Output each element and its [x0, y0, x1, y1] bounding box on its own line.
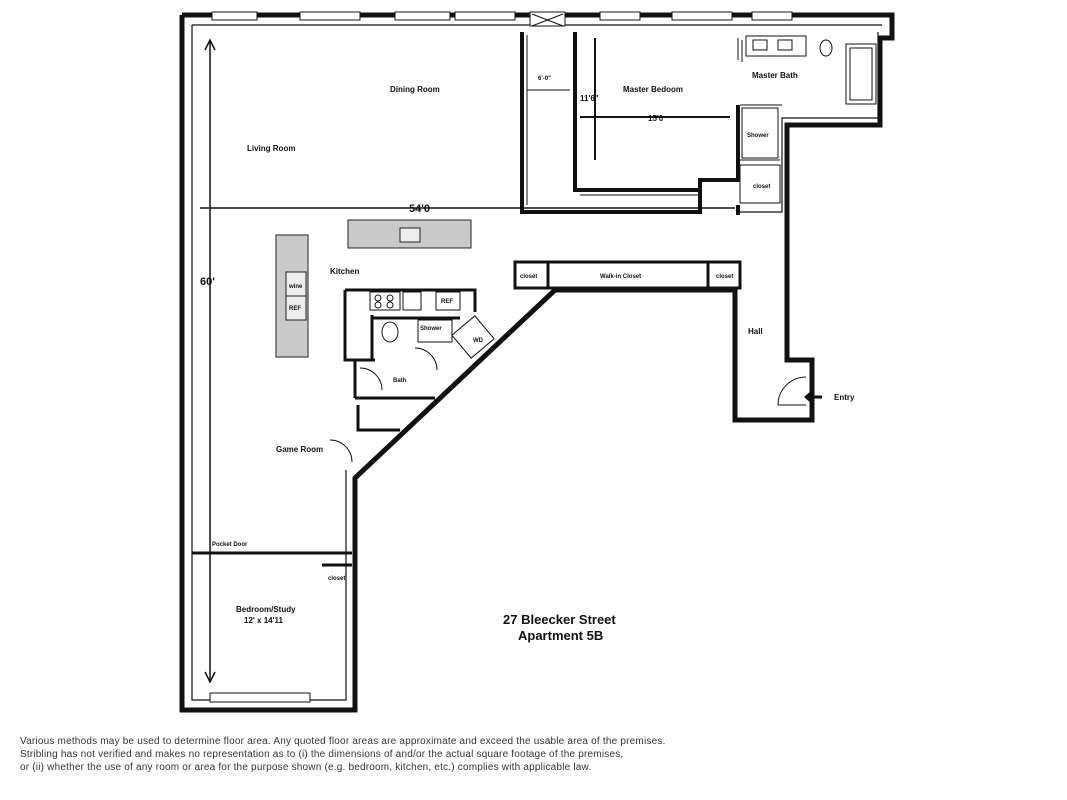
label-kitchen: Kitchen: [330, 267, 359, 276]
dimension-master-depth: 11'6": [580, 94, 599, 103]
label-closet-1: closet: [520, 274, 537, 280]
kitchen-fixtures: [369, 291, 495, 359]
label-wd: WD: [473, 338, 484, 344]
address-line-2: Apartment 5B: [518, 628, 603, 643]
disclaimer-line-3: or (ii) whether the use of any room or a…: [20, 762, 592, 773]
label-living-room: Living Room: [247, 144, 295, 153]
label-closet-3: closet: [753, 184, 770, 190]
label-hall: Hall: [748, 327, 763, 336]
label-shower-2: Shower: [420, 326, 442, 332]
label-master-bath: Master Bath: [752, 71, 798, 80]
disclaimer-line-1: Various methods may be used to determine…: [20, 736, 666, 747]
floor-plan: Living Room Dining Room Master Bedoom Ma…: [179, 11, 895, 713]
label-bedroom-size: 12' x 14'11: [244, 616, 284, 625]
dimension-lines: [200, 38, 735, 684]
label-game-room: Game Room: [276, 445, 323, 454]
disclaimer: Various methods may be used to determine…: [20, 735, 1060, 774]
label-shower-1: Shower: [747, 133, 769, 139]
label-pocket-door: Pocket Door: [212, 542, 248, 548]
master-bedroom-walls: [520, 32, 740, 215]
disclaimer-line-2: Stribling has not verified and makes no …: [20, 749, 624, 760]
top-windows: [209, 11, 793, 703]
label-walk-in-closet: Walk-in Closet: [600, 274, 641, 280]
label-bath: Bath: [393, 378, 407, 384]
label-ref: REF: [441, 299, 453, 305]
label-wine: wine: [288, 284, 303, 290]
dimension-width: 54'0: [409, 203, 430, 215]
kitchen-island: [275, 219, 472, 358]
entry-arrow-head: [804, 390, 812, 404]
label-dining-room: Dining Room: [390, 85, 440, 94]
kitchen-bath-walls: [343, 288, 477, 432]
label-bedroom-study: Bedroom/Study: [236, 605, 296, 614]
skylight-x: [531, 13, 564, 27]
dimension-height: 60': [200, 276, 215, 288]
master-bedroom-thin: [526, 35, 782, 205]
dimension-master-width: 15'0: [648, 114, 664, 123]
label-entry: Entry: [834, 393, 855, 402]
label-closet-2: closet: [716, 274, 733, 280]
label-ref-2: REF: [289, 306, 301, 312]
walk-in-closet-walls: [513, 260, 742, 290]
label-master-bedroom: Master Bedoom: [623, 85, 683, 94]
door-swings: [329, 347, 807, 463]
bath-fixtures: [745, 35, 877, 105]
address-line-1: 27 Bleecker Street: [503, 612, 616, 627]
label-closet-4: closet: [328, 576, 345, 582]
dimension-closet: 6'-0": [538, 76, 551, 82]
bedroom-partition: [192, 551, 352, 567]
